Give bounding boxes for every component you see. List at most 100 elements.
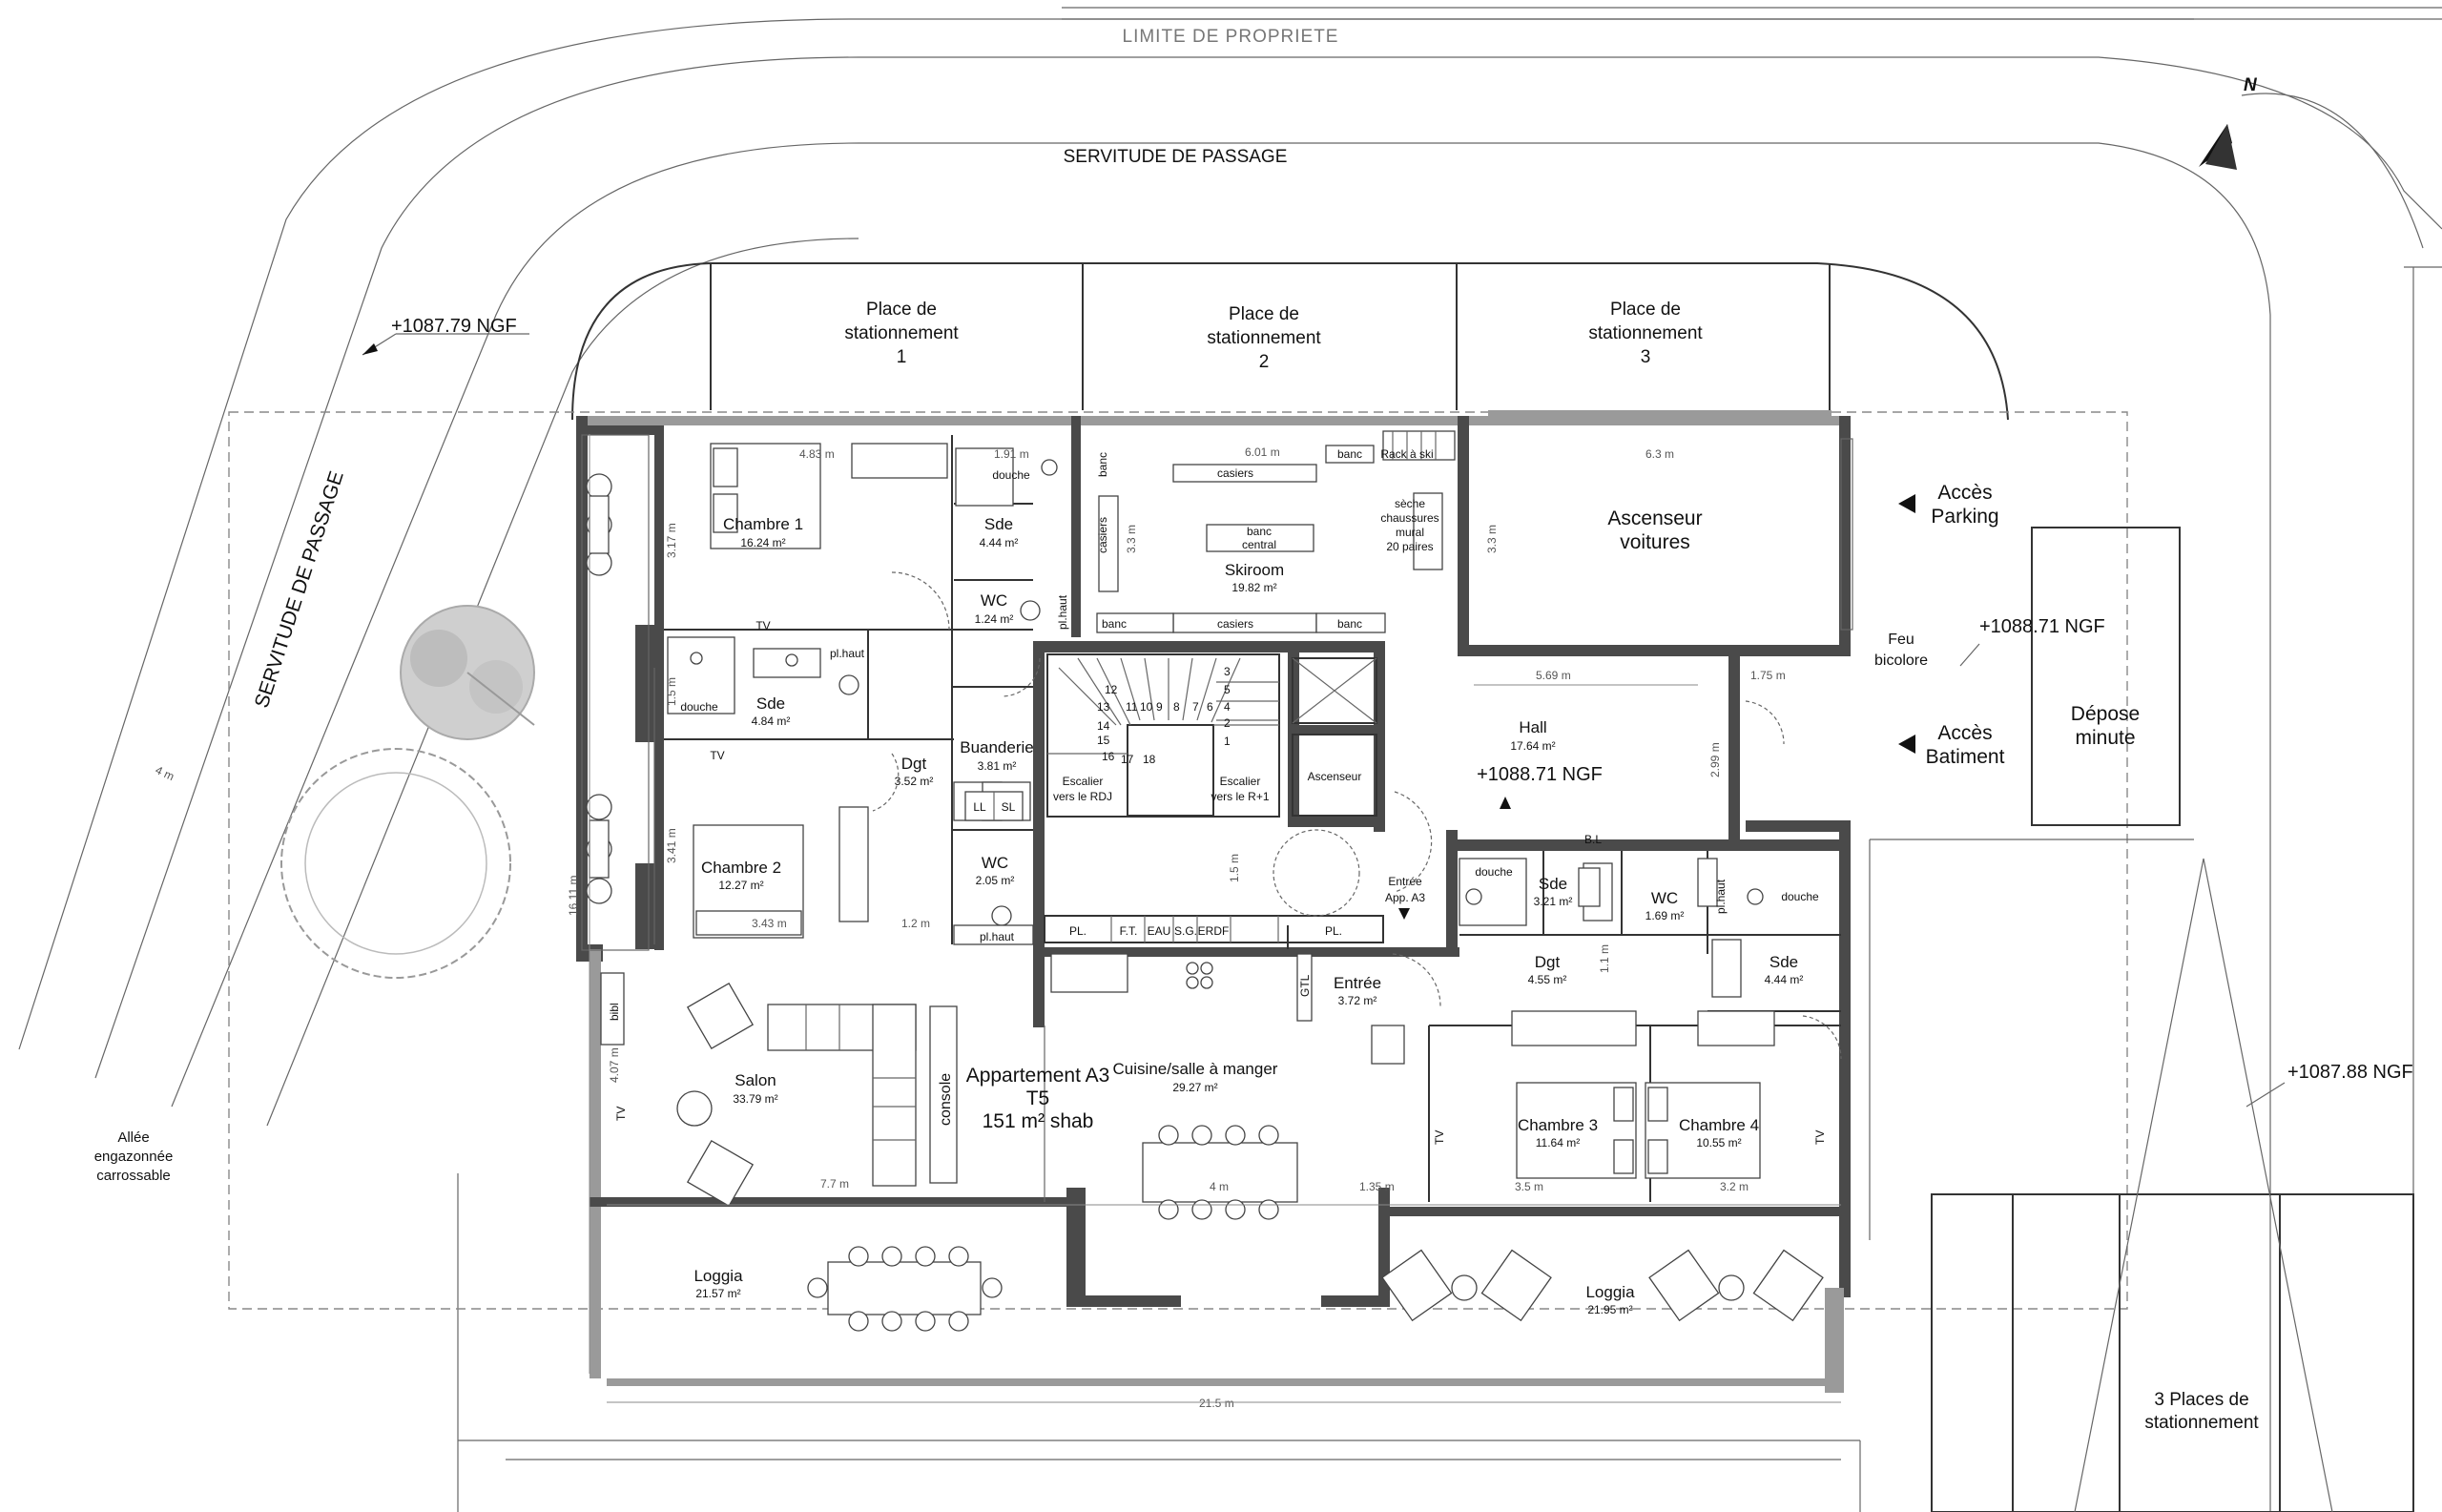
svg-text:1.75 m: 1.75 m (1750, 669, 1786, 682)
svg-text:1: 1 (1224, 735, 1231, 748)
svg-text:sèche: sèche (1395, 497, 1425, 510)
svg-text:+1088.71 NGF: +1088.71 NGF (1979, 616, 2105, 637)
svg-text:5.69 m: 5.69 m (1536, 669, 1571, 682)
parking-access-line-1: Accès (1937, 482, 1992, 504)
douche-label-4: douche (1781, 890, 1819, 903)
building-access-line-2: Batiment (1926, 746, 2005, 768)
stair-r1-line-2: vers le R+1 (1211, 790, 1269, 803)
armchair-icon (676, 982, 755, 1208)
parking-2-number: 2 (1259, 352, 1270, 372)
svg-text:3.43 m: 3.43 m (752, 917, 787, 930)
drop-off-zone (2031, 527, 2181, 826)
staircase: 13 14 15 16 17 18 12 11 10 9 8 7 6 4 2 1… (1046, 653, 1280, 818)
tv-label-2: TV (710, 749, 724, 762)
svg-text:18: 18 (1143, 753, 1156, 766)
room-buanderie-area: 3.81 m² (978, 759, 1017, 773)
room-dgt2-name: Dgt (1535, 953, 1561, 971)
room-cuisine-name: Cuisine/salle à manger (1113, 1060, 1278, 1078)
traffic-light-line-1: Feu (1888, 632, 1914, 648)
room-sde1-area: 4.84 m² (752, 715, 791, 728)
room-wc-mid-name: WC (1651, 889, 1678, 907)
parking-1-number: 1 (897, 347, 907, 367)
room-entree-area: 3.72 m² (1338, 994, 1377, 1007)
tv-label-4: TV (1433, 1130, 1446, 1145)
room-cuisine-area: 29.27 m² (1172, 1081, 1217, 1094)
parking-3-number: 3 (1641, 347, 1651, 367)
svg-text:1.91 m: 1.91 m (994, 447, 1029, 461)
svg-text:3.3 m: 3.3 m (1485, 525, 1499, 553)
bibl-label: bibl (608, 1003, 621, 1021)
pl-haut-4: pl.haut (1714, 879, 1728, 914)
ngf-marker-left: +1087.79 NGF (362, 316, 529, 356)
tv-label-5: TV (1813, 1130, 1827, 1145)
library-shelf (600, 972, 625, 1046)
stair-r1-line-1: Escalier (1220, 775, 1261, 788)
svg-text:15: 15 (1097, 734, 1110, 747)
bed-icon (693, 443, 821, 939)
building-access-arrow-icon (1898, 735, 1915, 754)
parking-2-line-2: stationnement (1207, 328, 1321, 348)
three-spaces-line-2: stationnement (2144, 1413, 2259, 1433)
svg-text:10: 10 (1140, 700, 1153, 714)
svg-text:4.83 m: 4.83 m (799, 447, 835, 461)
svg-text:7: 7 (1192, 700, 1199, 714)
elevator-shaft (1292, 734, 1377, 817)
room-hall-area: 17.64 m² (1510, 739, 1555, 753)
svg-text:F.T.: F.T. (1120, 924, 1138, 938)
svg-text:1.35 m: 1.35 m (1359, 1180, 1395, 1193)
entry-marker-icon (1398, 908, 1410, 920)
svg-text:20 paires: 20 paires (1386, 540, 1433, 553)
door-swings (872, 571, 1842, 1060)
parking-3-line-1: Place de (1610, 300, 1681, 320)
elevator-shaft-upper (1292, 657, 1377, 724)
svg-text:3.2 m: 3.2 m (1720, 1180, 1749, 1193)
svg-text:2.99 m: 2.99 m (1708, 742, 1722, 777)
pl-haut-2: pl.haut (980, 930, 1015, 943)
bl-box (1578, 867, 1601, 907)
property-limit-label: LIMITE DE PROPRIETE (1123, 27, 1339, 47)
douche-label-2: douche (680, 700, 718, 714)
svg-text:7.7 m: 7.7 m (820, 1177, 849, 1191)
traffic-light-line-2: bicolore (1874, 652, 1928, 669)
sofa-icon (767, 1004, 917, 1187)
stair-rdj-line-1: Escalier (1063, 775, 1104, 788)
skiroom-furniture (1096, 430, 1456, 633)
room-salon-area: 33.79 m² (733, 1092, 777, 1106)
lawn-driveway-line-3: carrossable (96, 1168, 171, 1184)
svg-text:9: 9 (1156, 700, 1163, 714)
svg-text:+1087.88 NGF: +1087.88 NGF (2287, 1062, 2413, 1083)
room-sde-top-area: 4.44 m² (980, 536, 1019, 549)
svg-text:2: 2 (1224, 716, 1231, 730)
parking-3-line-2: stationnement (1588, 323, 1703, 343)
room-dgt2-area: 4.55 m² (1528, 973, 1567, 986)
room-hall-name: Hall (1519, 718, 1546, 736)
car-elevator-line-1: Ascenseur (1607, 507, 1702, 529)
tv-label-1: TV (755, 619, 770, 632)
svg-text:17: 17 (1121, 753, 1134, 766)
svg-text:8: 8 (1173, 700, 1180, 714)
room-sde-top-name: Sde (984, 515, 1013, 533)
room-sde-mid-name: Sde (1539, 875, 1567, 893)
room-salon-name: Salon (735, 1071, 776, 1089)
svg-text:1.1 m: 1.1 m (1598, 944, 1611, 973)
parking-access-arrow-icon (1898, 494, 1915, 513)
wardrobe-icon (838, 443, 1775, 1065)
room-skiroom-name: Skiroom (1225, 561, 1284, 579)
room-chambre3-area: 11.64 m² (1536, 1136, 1580, 1150)
room-dgt1-name: Dgt (901, 755, 927, 773)
room-chambre4-name: Chambre 4 (1679, 1116, 1759, 1134)
entree-app-line-2: App. A3 (1385, 891, 1425, 904)
car-elevator-bars (1488, 410, 1853, 631)
room-dgt1-area: 3.52 m² (895, 775, 934, 788)
svg-text:6: 6 (1207, 700, 1213, 714)
chair-icon (586, 473, 612, 904)
casiers-bottom: casiers (1217, 617, 1253, 631)
lounge-chair-icon (1381, 1249, 1824, 1322)
svg-text:21.5 m: 21.5 m (1199, 1397, 1234, 1410)
room-chambre3-name: Chambre 3 (1518, 1116, 1598, 1134)
console-label: console (938, 1073, 954, 1126)
building-walls (576, 416, 1851, 1393)
ll-label: LL (973, 800, 986, 814)
svg-text:S.G.: S.G. (1174, 924, 1197, 938)
